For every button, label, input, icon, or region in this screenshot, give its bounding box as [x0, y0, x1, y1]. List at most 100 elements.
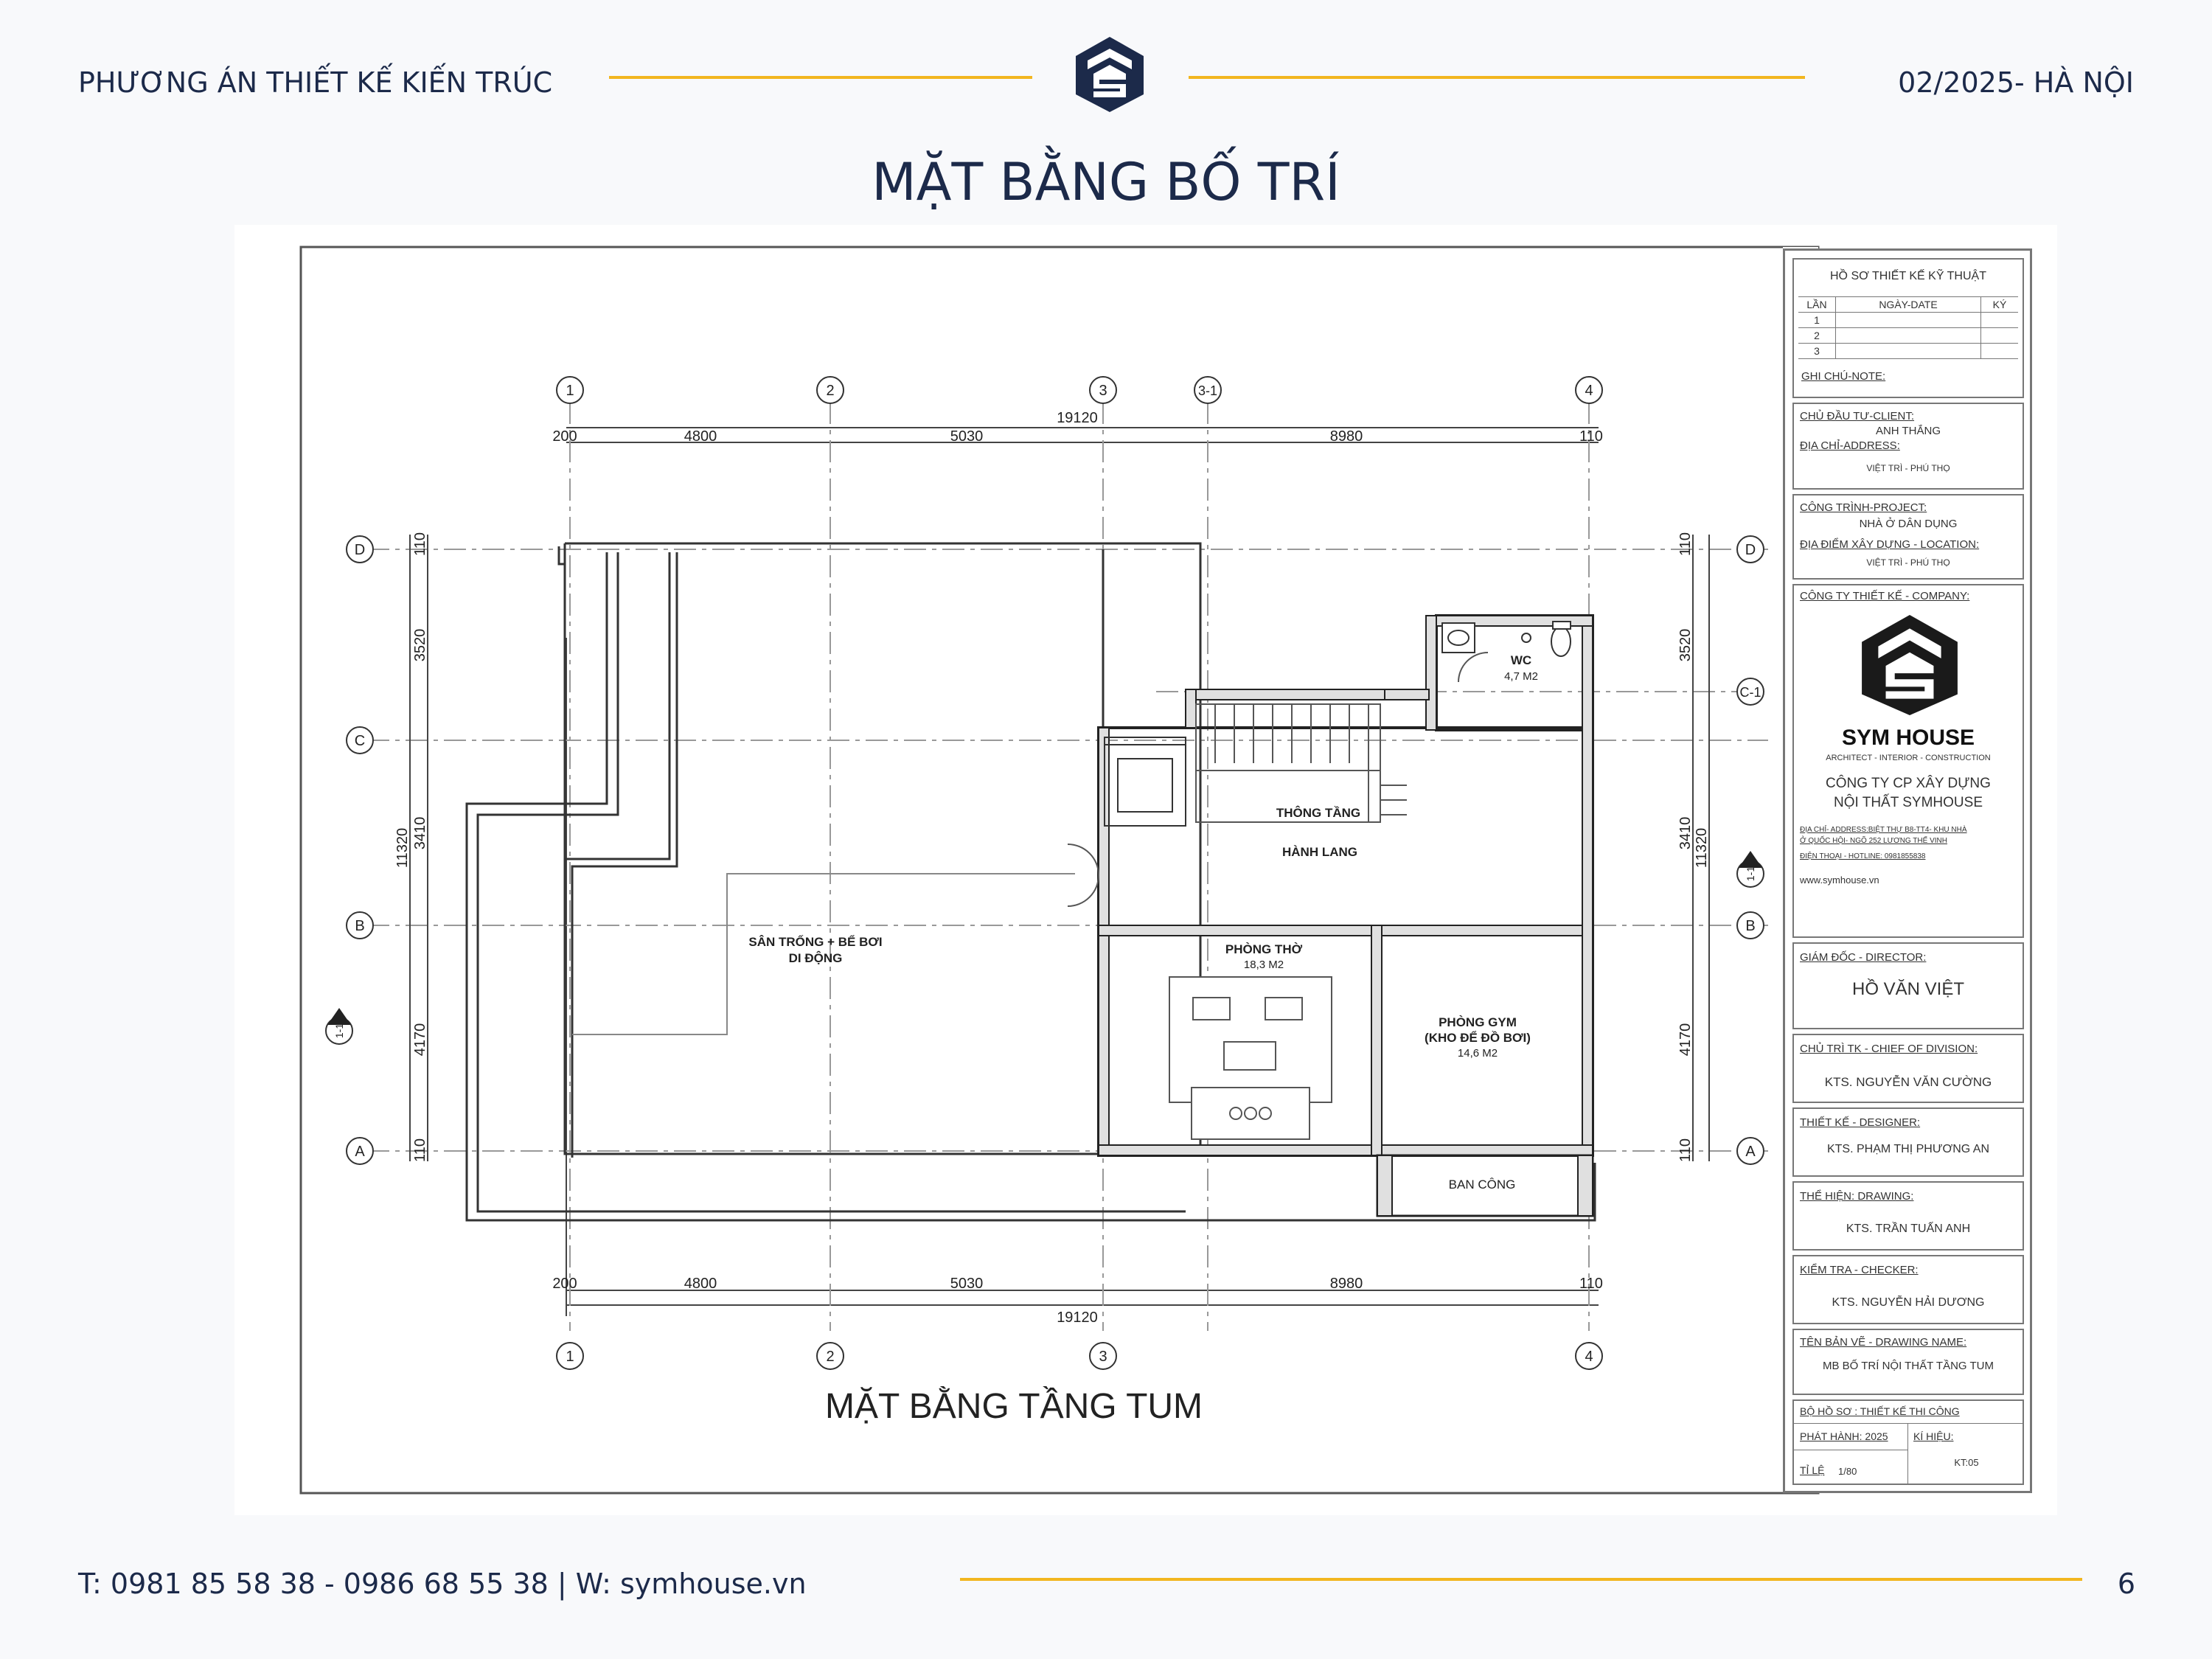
dim-text: 4170 — [412, 1023, 428, 1057]
tb-dname-label: TÊN BẢN VẼ - DRAWING NAME: — [1800, 1336, 1967, 1349]
footer-contact: T: 0981 85 58 38 - 0986 68 55 38 | W: sy… — [78, 1568, 807, 1600]
dim-text: 3410 — [1677, 817, 1694, 850]
axis-bubble: A — [1736, 1137, 1764, 1165]
axis-label: 1 — [566, 1349, 574, 1365]
top-dimension-lines — [566, 427, 1599, 1316]
tb-code-label: KÍ HIỆU: — [1913, 1430, 1954, 1442]
dimension-texts-bottom: 200 4800 5030 8980 110 19120 — [552, 1276, 1603, 1326]
room-area-gym: 14,6 M2 — [1458, 1047, 1498, 1060]
tb-company-line1: CÔNG TY CP XÂY DỰNG — [1826, 776, 1991, 791]
elevator-shaft — [1104, 737, 1186, 827]
tb-company-box: CÔNG TY THIẾT KẾ - COMPANY: SYM HOUSE AR… — [1792, 584, 2024, 938]
axis-bubble: B — [346, 911, 374, 939]
dim-text: 110 — [1677, 532, 1694, 556]
axis-bubble: 4 — [1575, 1342, 1603, 1370]
tb-company-addr2: Ở QUỐC HỘI- NGÕ 252 LƯƠNG THẾ VINH — [1800, 837, 1947, 845]
tb-scale-value: 1/80 — [1838, 1466, 1857, 1477]
header-rule-left — [609, 76, 1032, 79]
room-label-hall: HÀNH LANG — [1282, 845, 1357, 859]
tb-chief-label: CHỦ TRÌ TK - CHIEF OF DIVISION: — [1800, 1043, 1978, 1055]
tb-designer-value: KTS. PHẠM THỊ PHƯƠNG AN — [1826, 1143, 1989, 1155]
worship-furniture — [1169, 976, 1332, 1140]
dim-text: 200 — [552, 428, 577, 445]
symhouse-logo-icon — [1076, 37, 1144, 112]
tb-project-box: CÔNG TRÌNH-PROJECT: NHÀ Ở DÂN DỤNG ĐỊA Đ… — [1792, 494, 2024, 580]
wall-hatch — [1098, 615, 1593, 1156]
axis-label: 4 — [1585, 383, 1593, 399]
dim-text: 110 — [412, 532, 428, 556]
tb-revision-table: LẦN NGÀY-DATE KÝ 1 2 3 — [1798, 296, 2018, 359]
right-dimension-lines — [1692, 535, 1710, 1161]
axis-label: A — [355, 1144, 365, 1160]
tb-code-value: KT:05 — [1954, 1457, 1979, 1468]
tb-client-label: CHỦ ĐẦU TƯ-CLIENT: — [1800, 410, 1915, 422]
tb-issue-label: PHÁT HÀNH: 2025 — [1800, 1430, 1888, 1442]
tb-scale-label: TỈ LỆ — [1800, 1464, 1825, 1476]
tb-designer-label: THIẾT KẾ - DESIGNER: — [1800, 1116, 1921, 1129]
tb-dossier-box: HỒ SƠ THIẾT KẾ KỸ THUẬT LẦN NGÀY-DATE KÝ… — [1792, 258, 2024, 398]
room-label-terrace-2: DI ĐỘNG — [789, 951, 843, 965]
tb-company-phone: ĐIỆN THOẠI - HOTLINE: 0981855838 — [1800, 852, 1926, 860]
axis-bubble: 3 — [1089, 1342, 1117, 1370]
tb-col-lan: LẦN — [1798, 297, 1836, 312]
dim-text: 8980 — [1330, 1276, 1363, 1292]
header-project-label: PHƯƠNG ÁN THIẾT KẾ KIẾN TRÚC — [78, 66, 553, 99]
dim-text: 4800 — [684, 428, 717, 445]
room-labels: WC 4,7 M2 THÔNG TẦNG HÀNH LANG SÂN TRỐNG… — [748, 653, 1538, 1192]
page-number: 6 — [2117, 1568, 2135, 1600]
room-area-worship: 18,3 M2 — [1244, 959, 1284, 971]
tb-company-label: CÔNG TY THIẾT KẾ - COMPANY: — [1800, 590, 1970, 602]
tb-set-label: BỘ HỒ SƠ : THIẾT KẾ THI CÔNG — [1800, 1405, 1960, 1417]
dimension-texts-top: 19120 200 4800 5030 8980 110 — [552, 410, 1603, 445]
room-label-worship: PHÒNG THỜ — [1225, 942, 1303, 956]
footer-rule — [960, 1578, 2082, 1581]
axis-bubble: 3-1 — [1194, 376, 1222, 404]
tb-director-box: GIÁM ĐỐC - DIRECTOR: HỒ VĂN VIỆT — [1792, 942, 2024, 1029]
tb-client-value: ANH THẮNG — [1875, 425, 1941, 437]
tb-director-value: HỒ VĂN VIỆT — [1851, 979, 1965, 999]
tb-row-num: 1 — [1798, 313, 1836, 327]
header-date-location: 02/2025- HÀ NỘI — [1898, 66, 2134, 99]
axis-bubble: 4 — [1575, 376, 1603, 404]
dim-text: 8980 — [1330, 428, 1363, 445]
dim-total-bottom: 19120 — [1057, 1310, 1098, 1326]
axis-bubble: 2 — [816, 376, 844, 404]
axis-bubbles-right: D C-1 B A — [1736, 535, 1764, 1165]
axis-bubble: A — [346, 1137, 374, 1165]
dim-text: 110 — [412, 1138, 428, 1162]
title-block-panel: HỒ SƠ THIẾT KẾ KỸ THUẬT LẦN NGÀY-DATE KÝ… — [1783, 248, 2032, 1493]
dim-total-top: 19120 — [1057, 410, 1098, 426]
section-mark-left: 1-1 — [325, 1008, 353, 1045]
tb-brand-name: SYM HOUSE — [1841, 726, 1975, 750]
drawing-title: MẶT BẰNG TẦNG TUM — [825, 1386, 1203, 1426]
room-label-gym-sub: (KHO ĐỂ ĐỒ BƠI) — [1425, 1031, 1531, 1045]
tb-drawing-value: KTS. TRẦN TUẤN ANH — [1846, 1222, 1971, 1235]
tb-location-value: VIỆT TRÌ - PHÚ THỌ — [1866, 557, 1950, 568]
axis-bubbles-bottom: 1 2 3 4 — [556, 1342, 1603, 1370]
door-arcs — [1067, 652, 1489, 907]
axis-bubble: 1 — [556, 1342, 584, 1370]
dim-text: 110 — [1677, 1138, 1694, 1162]
room-area-wc: 4,7 M2 — [1504, 670, 1538, 683]
axis-label: B — [1745, 918, 1755, 934]
tb-chief-box: CHỦ TRÌ TK - CHIEF OF DIVISION: KTS. NGU… — [1792, 1034, 2024, 1103]
section-mark-right: 1-1 — [1736, 851, 1764, 888]
tb-row-num: 2 — [1798, 328, 1836, 343]
dim-text: 4170 — [1677, 1023, 1694, 1057]
tb-director-label: GIÁM ĐỐC - DIRECTOR: — [1800, 951, 1927, 964]
tb-dname-value: MB BỐ TRÍ NỘI THẤT TẦNG TUM — [1823, 1360, 1994, 1372]
room-label-stair: THÔNG TẦNG — [1276, 806, 1360, 820]
axis-label: 3 — [1099, 1349, 1107, 1365]
axis-bubble: D — [346, 535, 374, 563]
tb-note: GHI CHÚ-NOTE: — [1801, 370, 1886, 383]
section-mark-label: 1-1 — [333, 1023, 345, 1038]
axis-bubble: 3 — [1089, 376, 1117, 404]
dim-text: 5030 — [950, 428, 984, 445]
header-rule-right — [1189, 76, 1805, 79]
axis-label: 2 — [826, 383, 834, 399]
tb-address-value: VIỆT TRÌ - PHÚ THỌ — [1866, 463, 1950, 473]
axis-bubble: D — [1736, 535, 1764, 563]
dim-text: 110 — [1579, 428, 1603, 445]
dim-text: 110 — [1579, 1276, 1603, 1292]
axis-label: 1 — [566, 383, 574, 399]
